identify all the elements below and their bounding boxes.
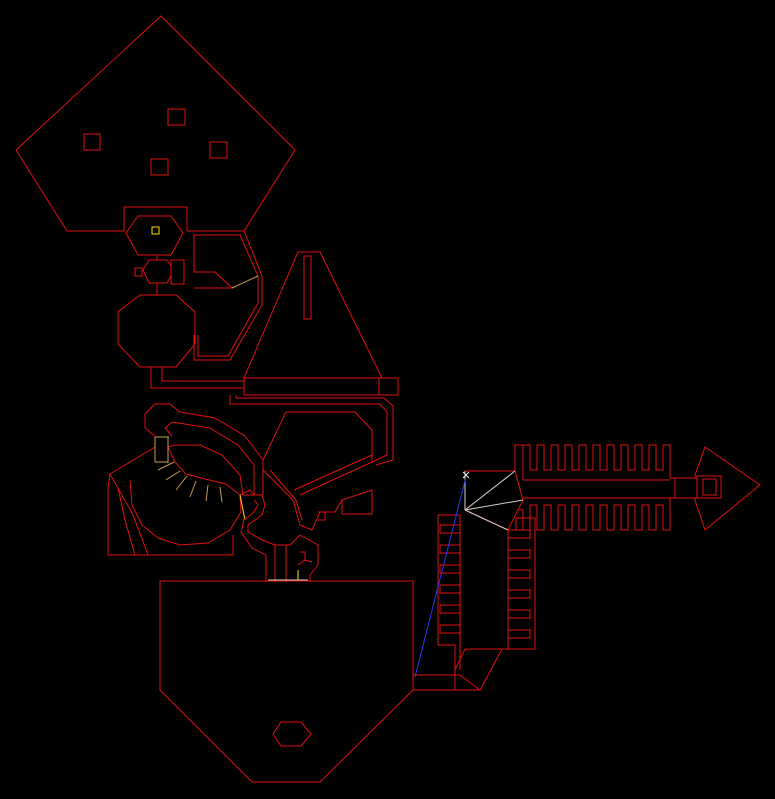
ring-corridor [240,494,319,582]
start-hall [159,579,414,783]
east-room [262,411,373,531]
trace-line [414,476,467,678]
pillar [209,141,228,159]
teeth-corridor [514,444,676,531]
exit-arrow [674,446,761,531]
small-octagon [134,255,185,295]
spiral-room [107,403,264,556]
square-item-icon [151,226,160,235]
pillar [167,108,186,126]
octagon-entry [125,215,184,256]
pentagon-hall [15,15,296,232]
x-cross-icon[interactable] [462,471,470,479]
round-chamber [117,294,196,368]
west-building [187,230,263,361]
pillar [83,133,101,151]
comb-tower [412,470,536,691]
pyramid-hall [243,251,399,396]
pillar [150,158,169,176]
